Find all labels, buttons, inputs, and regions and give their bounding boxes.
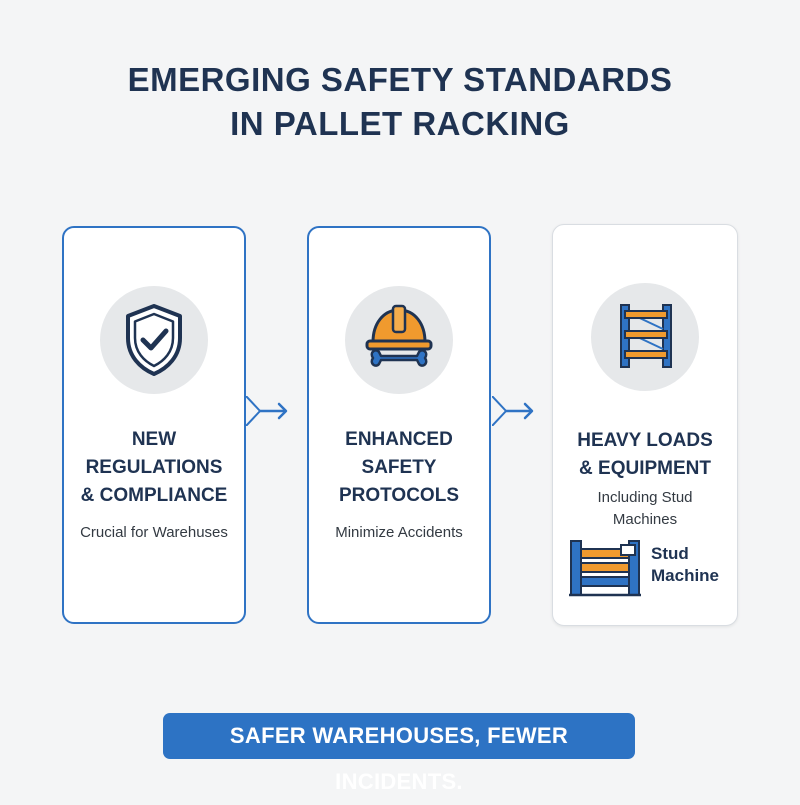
- shield-check-icon: [126, 304, 182, 376]
- step-subtitle: Minimize Accidents: [335, 524, 463, 541]
- step-subtitle-line: Machines: [612, 511, 678, 528]
- step-title-line: & COMPLIANCE: [80, 485, 228, 506]
- stud-machine-label-line: Machine: [651, 566, 720, 585]
- icon-circle: [591, 283, 699, 391]
- step-title: HEAVY LOADS & EQUIPMENT: [561, 427, 729, 483]
- stud-machine-label-line: Stud: [651, 544, 689, 563]
- icon-circle: [345, 286, 453, 394]
- stud-machine-label: Stud Machine: [651, 543, 719, 587]
- step-subtitle-line: Including Stud: [597, 489, 693, 506]
- step-title-line: HEAVY LOADS: [577, 430, 713, 451]
- chevron-right-icon: [492, 396, 534, 426]
- title-line-2: IN PALLET RACKING: [230, 105, 570, 142]
- step-title: ENHANCED SAFETY PROTOCOLS: [317, 426, 481, 510]
- step-title-line: NEW: [131, 429, 177, 450]
- step-title-line: PROTOCOLS: [339, 485, 459, 506]
- pallet-rack-icon: [620, 304, 672, 368]
- hard-hat-wrench-icon: [365, 304, 433, 367]
- step-title-line: & EQUIPMENT: [579, 458, 711, 479]
- step-subtitle: Including Stud Machines: [561, 487, 729, 531]
- chevron-right-icon: [246, 396, 288, 426]
- icon-circle: [100, 286, 208, 394]
- step-title: NEW REGULATIONS & COMPLIANCE: [72, 426, 236, 510]
- step-title-line: REGULATIONS: [85, 457, 223, 478]
- title-line-1: EMERGING SAFETY STANDARDS: [127, 61, 673, 98]
- step-card-regulations: NEW REGULATIONS & COMPLIANCE Crucial for…: [62, 226, 246, 624]
- step-card-heavy-loads: HEAVY LOADS & EQUIPMENT Including Stud M…: [552, 224, 738, 626]
- step-card-protocols: ENHANCED SAFETY PROTOCOLS Minimize Accid…: [307, 226, 491, 624]
- page-title: EMERGING SAFETY STANDARDS IN PALLET RACK…: [0, 58, 800, 146]
- step-title-line: SAFETY: [361, 457, 437, 478]
- step-title-line: ENHANCED: [345, 429, 453, 450]
- footer-banner: SAFER WAREHOUSES, FEWER INCIDENTS.: [163, 713, 635, 794]
- step-subtitle: Crucial for Warehuses: [80, 524, 228, 541]
- stud-machine-icon: [569, 540, 641, 597]
